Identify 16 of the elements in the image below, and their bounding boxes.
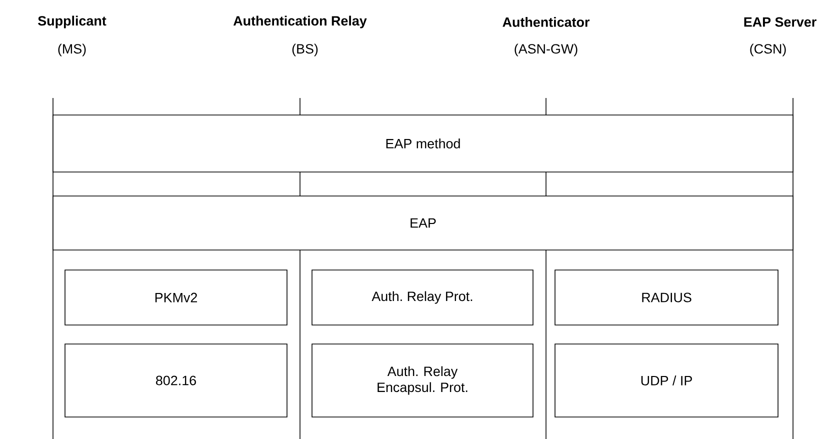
column-heading: Authenticator — [502, 17, 590, 27]
column-heading: EAP Server — [744, 17, 816, 27]
protocol-box: Auth. Relay Prot. — [312, 270, 534, 326]
protocol-box: UDP / IP — [554, 344, 778, 418]
protocol-box: 802.16 — [64, 344, 288, 418]
column-subheading: (MS) — [58, 44, 86, 56]
protocol-box: Auth. Relay Encapsul. Prot. — [312, 344, 534, 418]
column-subheading: (CSN) — [750, 44, 786, 56]
column-subheading: (ASN-GW) — [514, 44, 578, 56]
column-heading: Authentication Relay — [233, 16, 367, 28]
column-subheading: (BS) — [292, 44, 318, 56]
layer-band: EAP method — [52, 114, 794, 172]
column-heading: Supplicant — [38, 16, 106, 28]
layer-band: EAP — [52, 196, 794, 250]
protocol-box: PKMv2 — [64, 270, 288, 326]
protocol-box: RADIUS — [554, 270, 778, 326]
